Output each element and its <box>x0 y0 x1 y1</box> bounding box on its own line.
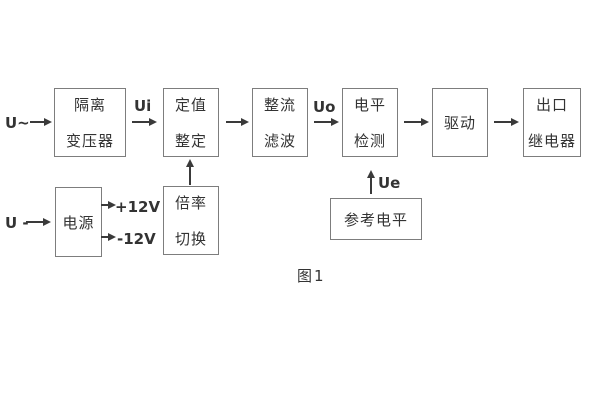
arrow-dc-input <box>26 221 44 223</box>
label-uo: Uo <box>313 98 336 116</box>
arrow-rail-neg <box>101 236 109 238</box>
block-label-line: 整定 <box>174 132 207 150</box>
arrow-ui <box>132 121 150 123</box>
block-label-line: 切换 <box>174 230 207 248</box>
block-label-line: 电平 <box>353 96 386 114</box>
arrow-uo <box>314 121 332 123</box>
label-rail-pos: +12V <box>115 198 161 216</box>
figure-caption: 图1 <box>297 267 326 285</box>
arrow-ue-to-detect <box>370 177 372 194</box>
label-input-dc: U - <box>5 214 29 232</box>
block-label-line: 滤波 <box>263 132 296 150</box>
block-label-line: 检测 <box>353 132 386 150</box>
block-power-supply: 电源 <box>55 187 102 257</box>
block-label-line: 整流 <box>263 96 296 114</box>
block-level-detection: 电平 检测 <box>342 88 398 157</box>
block-drive: 驱动 <box>432 88 488 157</box>
block-isolation-transformer: 隔离 变压器 <box>54 88 126 157</box>
label-ue: Ue <box>378 174 401 192</box>
arrow-detect-to-drive <box>404 121 422 123</box>
block-label-line: 隔离 <box>73 96 106 114</box>
arrow-setting-to-filter <box>226 121 242 123</box>
block-label-line: 定值 <box>174 96 207 114</box>
arrow-ratio-to-setting <box>189 166 191 185</box>
block-label-line: 变压器 <box>65 132 114 150</box>
block-reference-level: 参考电平 <box>330 198 422 240</box>
block-label-line: 参考电平 <box>343 210 408 229</box>
label-rail-neg: -12V <box>117 230 156 248</box>
block-value-setting: 定值 整定 <box>163 88 219 157</box>
block-ratio-switch: 倍率 切换 <box>163 186 219 255</box>
arrow-ac-input <box>30 121 45 123</box>
arrow-rail-pos <box>101 204 109 206</box>
label-ui: Ui <box>134 97 152 115</box>
arrow-drive-to-relay <box>494 121 512 123</box>
block-rectify-filter: 整流 滤波 <box>252 88 308 157</box>
block-output-relay: 出口 继电器 <box>523 88 581 157</box>
block-label-line: 出口 <box>535 96 568 114</box>
block-label-line: 驱动 <box>443 114 476 132</box>
block-label-line: 倍率 <box>174 194 207 212</box>
block-label-line: 继电器 <box>527 132 576 150</box>
block-label-line: 电源 <box>62 213 95 232</box>
label-input-ac: U~ <box>5 114 30 132</box>
